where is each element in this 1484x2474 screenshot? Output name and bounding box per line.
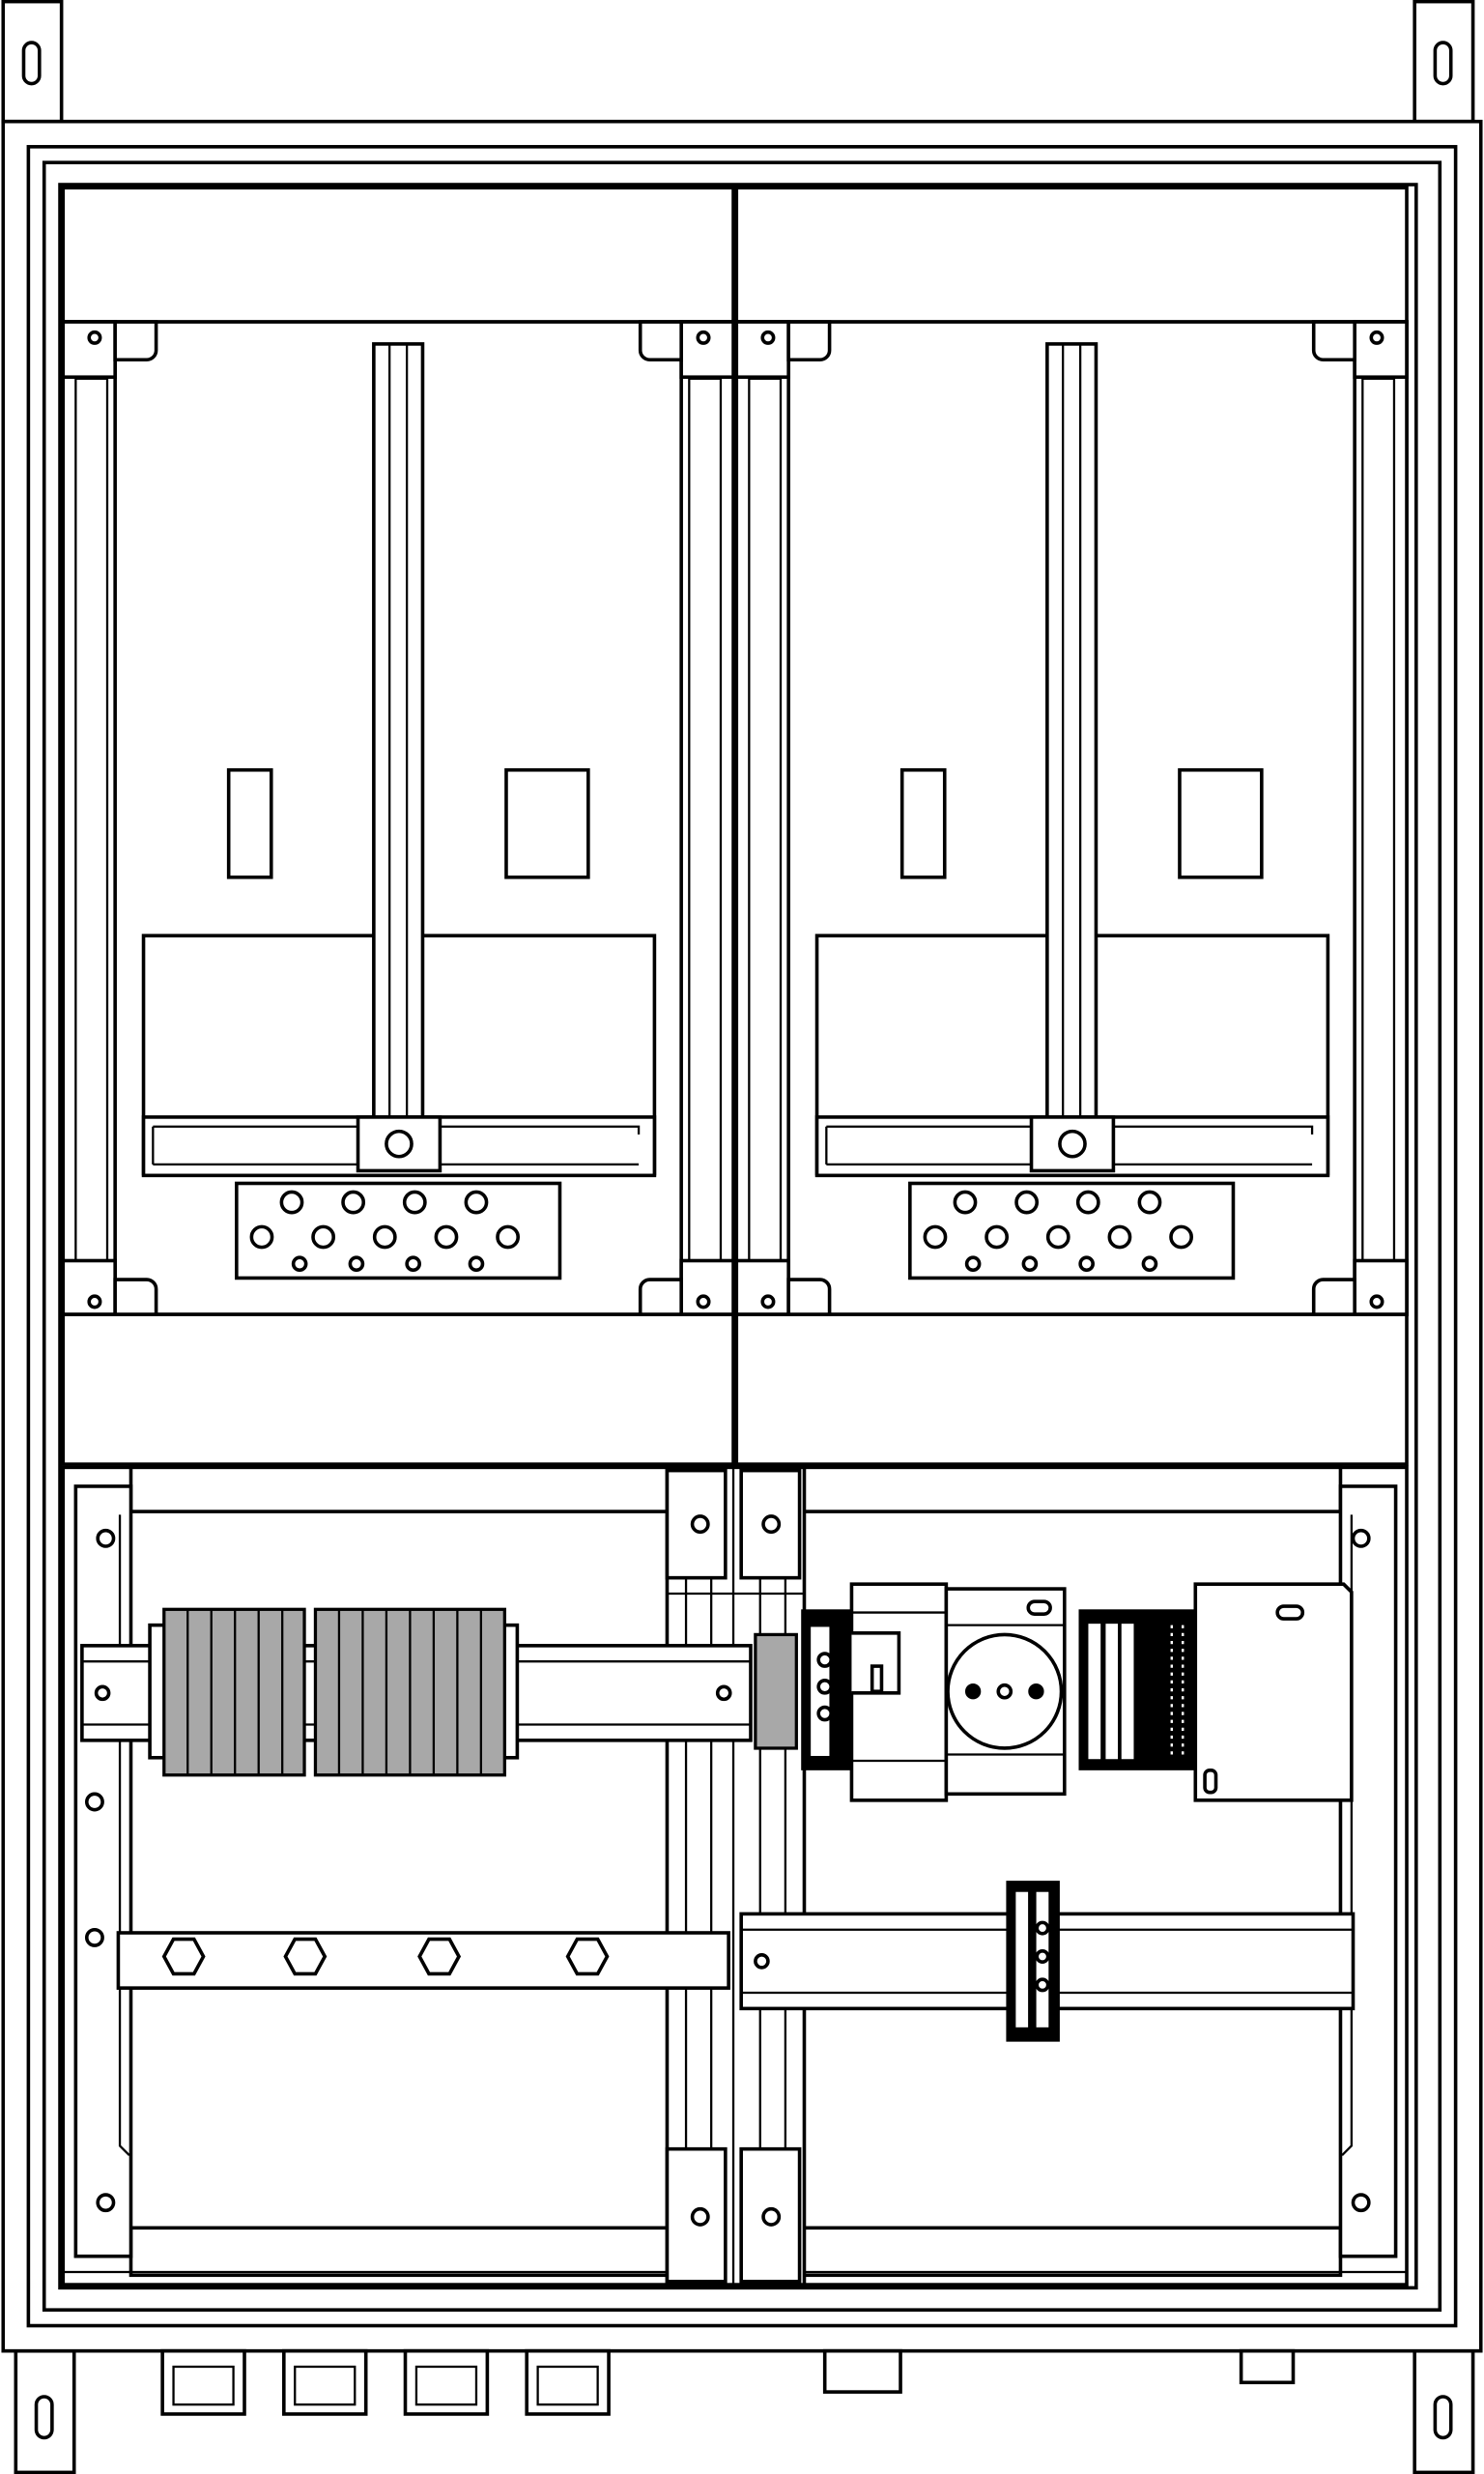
terminal-gray — [754, 1632, 798, 1750]
circuit-breaker-group-1 — [162, 1607, 306, 1777]
cable-glands — [160, 2348, 611, 2416]
circuit-breaker-group-2 — [313, 1607, 506, 1777]
bottom-bracket — [822, 2348, 1296, 2394]
bolt-hex-icon — [417, 1937, 462, 1976]
bolt-hex-icon — [565, 1937, 610, 1976]
side-rail-left — [73, 1484, 133, 2258]
switch-module — [849, 1582, 949, 1802]
meter-window-small — [226, 767, 273, 879]
meter-terminal-block — [235, 1181, 562, 1280]
cable-gland — [525, 2348, 611, 2416]
terminal-strip-3 — [1006, 1881, 1060, 2042]
mounting-tab-top-right — [1413, 0, 1475, 124]
meter-window-large — [504, 767, 590, 879]
socket-outlet — [944, 1587, 1067, 1797]
terminal-strip-1 — [801, 1609, 852, 1770]
mounting-tab-top-left — [1, 0, 64, 124]
meter-panel-right — [734, 320, 1409, 1316]
meter-panel-left — [61, 320, 735, 1316]
mounting-tab-bottom-left — [14, 2348, 76, 2474]
cable-gland — [282, 2348, 368, 2416]
mounting-tab-bottom-right — [1413, 2348, 1475, 2474]
cable-gland — [403, 2348, 490, 2416]
power-supply-module — [1193, 1582, 1354, 1802]
cable-gland — [160, 2348, 246, 2416]
center-divider-rails — [665, 1465, 807, 2287]
bolt-hex-icon — [161, 1937, 206, 1976]
neutral-bus-bar — [116, 1931, 730, 1990]
bolt-hex-icon — [283, 1937, 328, 1976]
terminal-strip-2 — [1078, 1609, 1196, 1770]
middle-cover-band — [61, 1312, 1409, 1466]
top-cover-band — [61, 186, 1409, 324]
